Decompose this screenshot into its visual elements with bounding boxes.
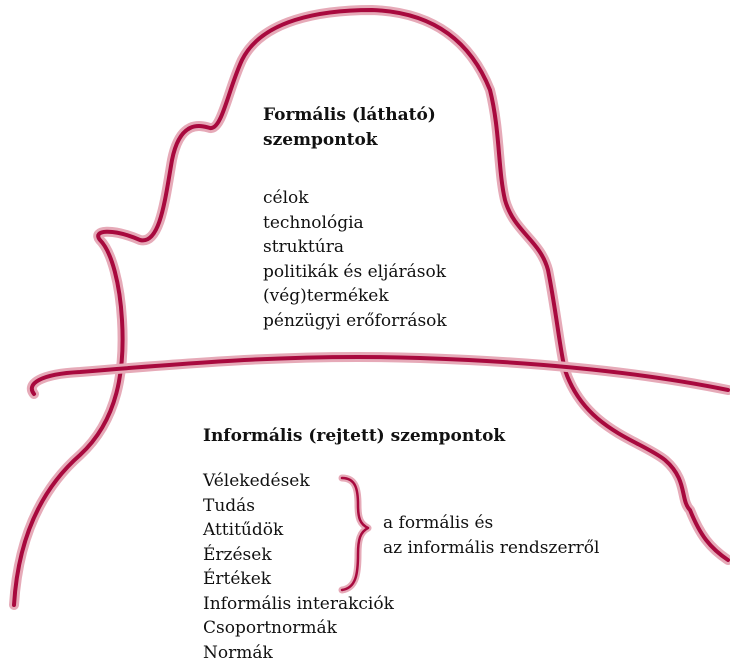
formal-item-technology: technológia <box>263 211 447 236</box>
formal-item-goals: célok <box>263 186 447 211</box>
formal-aspects-list: célok technológia struktúra politikák és… <box>263 186 447 333</box>
informal-item-feelings: Érzések <box>203 543 394 568</box>
informal-item-beliefs: Vélekedések <box>203 469 394 494</box>
water-line-halo <box>32 357 728 394</box>
informal-section-title: Informális (rejtett) szempontok <box>203 424 505 449</box>
informal-item-knowledge: Tudás <box>203 494 394 519</box>
informal-aspects-list: Vélekedések Tudás Attitűdök Érzések Érté… <box>203 469 394 665</box>
formal-section-title: Formális (látható) szempontok <box>263 103 493 152</box>
formal-item-financial-resources: pénzügyi erőforrások <box>263 309 447 334</box>
informal-item-values: Értékek <box>203 567 394 592</box>
informal-item-group-norms: Csoportnormák <box>203 616 394 641</box>
informal-item-attitudes: Attitűdök <box>203 518 394 543</box>
brace-annotation: a formális és az informális rendszerről <box>383 511 599 560</box>
brace-annotation-line-1: a formális és <box>383 511 599 536</box>
formal-item-structure: struktúra <box>263 235 447 260</box>
formal-item-products: (vég)termékek <box>263 284 447 309</box>
informal-item-interactions: Informális interakciók <box>203 592 394 617</box>
formal-item-policies: politikák és eljárások <box>263 260 447 285</box>
informal-item-norms: Normák <box>203 641 394 666</box>
brace-annotation-line-2: az informális rendszerről <box>383 536 599 561</box>
